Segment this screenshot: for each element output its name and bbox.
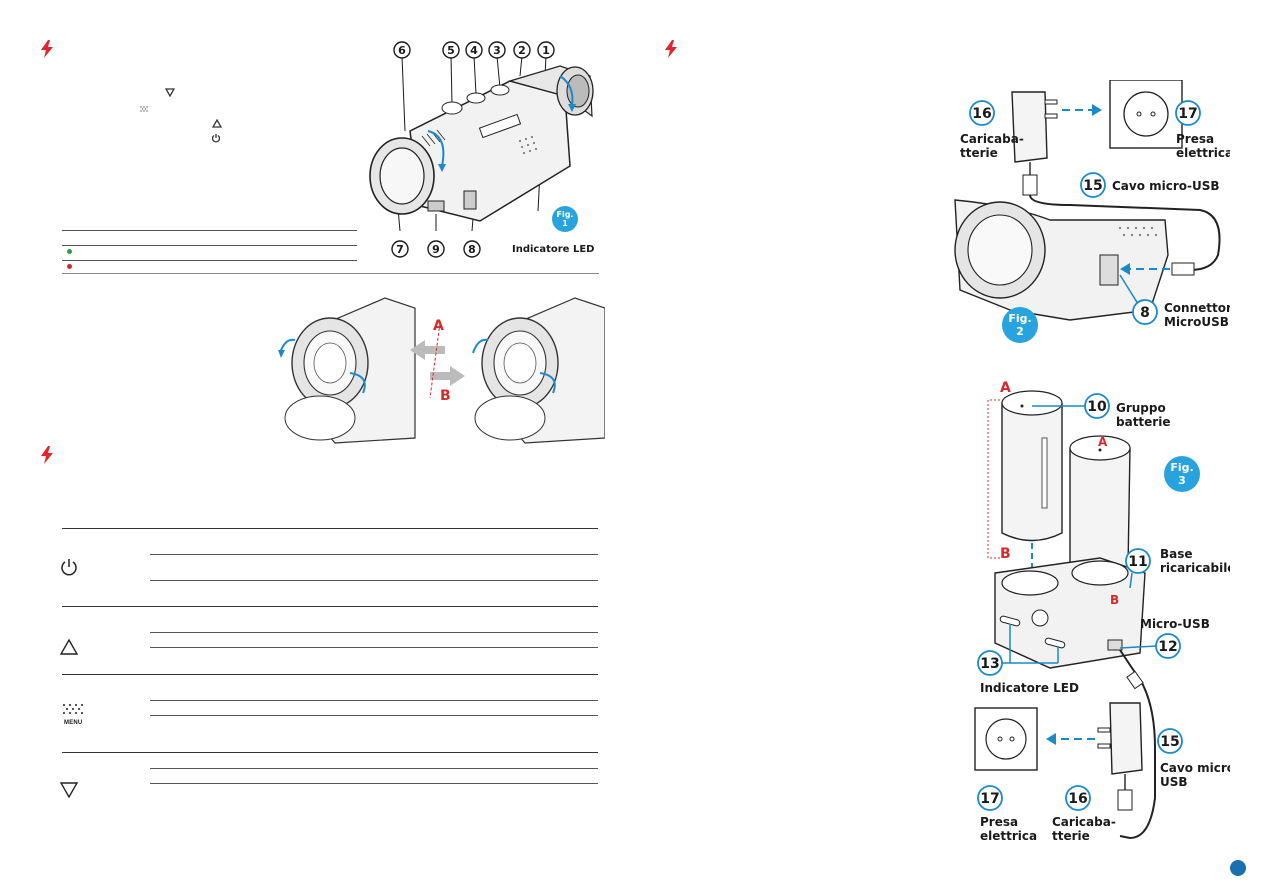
green-led-dot xyxy=(67,249,72,254)
outlet-label-2: elettrica xyxy=(1176,146,1230,160)
base-label-2: ricaricabile xyxy=(1160,561,1230,575)
charging-figure-3: A B A 10 Gruppo batterie Fig. 3 B 11 Bas… xyxy=(974,380,1230,843)
menu-icon xyxy=(63,704,83,714)
table-rule xyxy=(62,674,598,675)
table-rule xyxy=(62,528,598,529)
up-triangle-icon xyxy=(212,119,222,128)
label-b-right: B xyxy=(1110,593,1119,607)
label-a-right: A xyxy=(1098,435,1108,449)
callout-15: 15 xyxy=(1083,178,1102,194)
callout-7: 7 xyxy=(396,243,404,256)
page-number-badge xyxy=(1230,860,1246,876)
cable-label-fig3-2: USB xyxy=(1160,775,1188,789)
fig3-badge-number: 3 xyxy=(1178,474,1186,487)
battery-label-2: batterie xyxy=(1116,415,1170,429)
callout-1: 1 xyxy=(542,44,550,57)
table-rule xyxy=(150,554,598,555)
table-rule xyxy=(150,700,598,701)
callout-10: 10 xyxy=(1087,399,1107,415)
connector-label: Connettore xyxy=(1164,301,1230,315)
outlet-label-fig3-2: elettrica xyxy=(980,829,1037,843)
led-indicator-label: Indicatore LED xyxy=(512,244,594,255)
callout-3: 3 xyxy=(493,44,501,57)
led-indicator-label-fig3: Indicatore LED xyxy=(980,681,1079,695)
fig3-badge-label: Fig. xyxy=(1170,461,1193,474)
table-rule xyxy=(150,580,598,581)
label-b-left: B xyxy=(1000,546,1011,562)
fig2-badge-label: Fig. xyxy=(1008,312,1031,325)
battery-label: Gruppo xyxy=(1116,401,1166,415)
outlet-label: Presa xyxy=(1176,132,1214,146)
connector-label-2: MicroUSB xyxy=(1164,315,1229,329)
red-led-dot xyxy=(67,264,72,269)
callout-8: 8 xyxy=(468,243,476,256)
callout-8: 8 xyxy=(1140,305,1150,321)
charger-label-fig3-2: tterie xyxy=(1052,829,1090,843)
outlet-label-fig3: Presa xyxy=(980,815,1018,829)
callout-17-fig3: 17 xyxy=(980,791,999,807)
lightning-icon xyxy=(41,446,53,464)
table-rule xyxy=(150,647,598,648)
down-triangle-icon xyxy=(165,88,175,97)
led-table-rule xyxy=(62,230,357,231)
down-triangle-icon xyxy=(59,782,79,799)
menu-dots-icon xyxy=(140,106,148,112)
callout-11: 11 xyxy=(1128,554,1147,570)
charger-label-fig3: Caricaba- xyxy=(1052,815,1116,829)
charger-label-2: tterie xyxy=(960,146,998,160)
callout-12: 12 xyxy=(1158,639,1177,655)
callout-15-fig3: 15 xyxy=(1160,734,1179,750)
table-rule xyxy=(150,783,598,784)
lightning-icon xyxy=(665,40,677,58)
device-figure-1: 6 5 4 3 2 1 7 9 8 Indicatore LED Fig. 1 xyxy=(369,41,594,258)
lens-adjust-figure: A B xyxy=(278,297,605,444)
callout-13: 13 xyxy=(980,656,999,672)
label-a: A xyxy=(433,318,444,334)
power-small-icon xyxy=(211,134,221,143)
led-table-rule xyxy=(62,260,357,261)
table-rule xyxy=(62,752,598,753)
callout-17: 17 xyxy=(1178,106,1197,122)
section-divider xyxy=(62,273,599,274)
micro-usb-label: Micro-USB xyxy=(1140,617,1210,631)
base-label: Base xyxy=(1160,547,1193,561)
callout-5: 5 xyxy=(447,44,455,57)
callout-16: 16 xyxy=(972,106,991,122)
fig1-badge-label: Fig. xyxy=(557,210,574,219)
callout-4: 4 xyxy=(470,44,478,57)
up-triangle-icon xyxy=(59,638,79,655)
fig2-badge-number: 2 xyxy=(1016,325,1024,338)
charging-figure-2: 16 17 Caricaba- tterie Presa elettrica 1… xyxy=(954,80,1230,343)
fig1-badge-number: 1 xyxy=(562,219,568,228)
menu-word: MENU xyxy=(64,720,83,726)
label-b: B xyxy=(440,388,451,404)
callout-6: 6 xyxy=(398,44,406,57)
table-rule xyxy=(150,715,598,716)
lightning-icon xyxy=(41,40,53,58)
label-a-left: A xyxy=(1000,380,1011,396)
callout-16-fig3: 16 xyxy=(1068,791,1087,807)
charger-label: Caricaba- xyxy=(960,132,1024,146)
callout-2: 2 xyxy=(518,44,526,57)
cable-label: Cavo micro-USB xyxy=(1112,179,1220,193)
led-table-rule xyxy=(62,245,357,246)
table-rule xyxy=(150,632,598,633)
power-icon xyxy=(61,559,77,576)
callout-9: 9 xyxy=(432,243,440,256)
cable-label-fig3: Cavo micro- xyxy=(1160,761,1230,775)
table-rule xyxy=(150,768,598,769)
table-rule xyxy=(62,606,598,607)
